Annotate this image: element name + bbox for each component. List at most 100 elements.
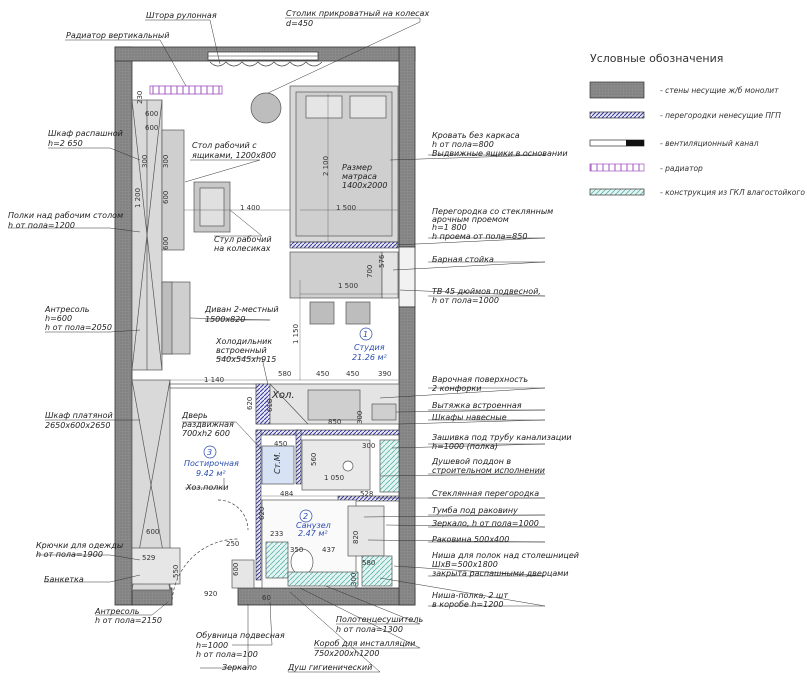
room-tag-storage: 3 Постирочная 9.42 м² (184, 445, 239, 478)
label-mezz1-3: h от пола=2050 (45, 323, 112, 332)
dim-300d: 300 (362, 442, 375, 450)
label-door-3: 700хh2 600 (182, 429, 230, 438)
entrance (131, 499, 255, 606)
dim-600d: 600 (162, 237, 170, 250)
legend-swatch-gkl (589, 188, 645, 196)
label-box-2: 750х200хh1200 (314, 649, 379, 658)
dim-2100: 2 100 (322, 156, 330, 176)
label-bench: Банкетка (44, 575, 84, 584)
dim-484: 484 (280, 490, 294, 498)
legend-swatch-radiator (589, 163, 645, 172)
legend: Условные обозначения - стены несущие ж/б… (589, 52, 805, 197)
label-fridge-3: 540х545хh915 (216, 355, 276, 364)
bed (289, 85, 399, 243)
label-niche2-2: в коробе h=1200 (432, 600, 504, 609)
dim-60: 60 (262, 594, 271, 602)
label-sink-cab: Тумба под раковину (432, 506, 518, 515)
label-wardrobe-swing-2: h=2 650 (48, 139, 83, 148)
dim-233: 233 (270, 530, 283, 538)
svg-text:Студия: Студия (354, 343, 385, 352)
label-mirror1: Зеркало, h от пола=1000 (432, 519, 539, 528)
label-door-1: Дверь (181, 411, 208, 420)
sofa (161, 281, 191, 355)
dim-550: 550 (172, 565, 180, 578)
label-niche2-1: Ниша-полка, 2 шт (432, 591, 508, 600)
dim-450a: 450 (316, 370, 329, 378)
dim-1500b: 1 500 (338, 282, 358, 290)
dim-390: 390 (378, 370, 391, 378)
dim-1050: 1 050 (324, 474, 344, 482)
laundry-machine (261, 445, 295, 485)
label-hooks-1: Крючки для одежды (36, 541, 123, 550)
dimension-lines (170, 94, 398, 497)
label-shoe-2: h=1000 (196, 641, 228, 650)
label-tv-1: ТВ 45 дюймов подвесной, (432, 287, 541, 296)
dim-560: 560 (310, 453, 318, 466)
dim-529: 529 (142, 554, 155, 562)
label-niche-2: ШхВ=500х1800 (432, 560, 498, 569)
label-hol: Хол. (271, 390, 295, 401)
label-mezz1-2: h=600 (45, 314, 72, 323)
label-chair-2: на колесиках (214, 244, 271, 253)
glass-partition (289, 241, 399, 249)
work-chair (193, 181, 231, 233)
dim-1150: 1 150 (292, 324, 300, 344)
svg-text:Санузел: Санузел (296, 521, 331, 530)
label-shoe-3: h от пола=100 (196, 650, 258, 659)
label-wardrobe-cloth-1: Шкаф платяной (45, 411, 113, 420)
dim-600e: 600 (146, 528, 159, 536)
label-radiator-vert: Радиатор вертикальный (66, 31, 169, 40)
label-bed-1: Кровать без каркаса (432, 131, 520, 140)
room-tag-studio: 1 Студия 21.26 м² (352, 327, 387, 362)
label-box-1: Короб для инсталляции (314, 639, 415, 648)
legend-swatch-partition (589, 111, 645, 119)
label-wardrobe-cloth-2: 2650х600х2650 (45, 421, 110, 430)
desk (161, 129, 185, 251)
label-sofa-1: Диван 2-местный (204, 305, 279, 314)
svg-text:2.47 м²: 2.47 м² (298, 529, 328, 538)
dim-1400: 1 400 (240, 204, 260, 212)
dim-600c: 600 (162, 191, 170, 204)
label-towel-1: Полотенцесушитель (336, 615, 423, 624)
label-glass-part-3: h=1 800 (432, 223, 467, 232)
dim-620a: 620 (246, 397, 254, 410)
svg-text:Постирочная: Постирочная (184, 459, 239, 468)
dim-1500a: 1 500 (336, 204, 356, 212)
dim-350: 350 (290, 546, 303, 554)
label-mezz2-1: Антресоль (94, 607, 140, 616)
legend-item-partition: - перегородки ненесущие ПГП (660, 111, 781, 120)
room-tag-bath: 2 Санузел 2.47 м² (296, 509, 331, 538)
dim-600b: 600 (145, 124, 158, 132)
label-mirror2: Зеркало (222, 663, 257, 672)
label-hood: Вытяжка встроенная (432, 401, 522, 410)
label-glass-part-2: арочным проемом (432, 215, 509, 224)
label-mezz1-1: Антресоль (44, 305, 90, 314)
label-shelves-1: Полки над рабочим столом (8, 211, 123, 220)
label-sewer-2: h=1000 (полка) (432, 442, 498, 451)
label-hoz: Хоз.полки (185, 483, 228, 492)
label-sink: Раковина 500х400 (432, 535, 509, 544)
dim-450c: 450 (274, 440, 287, 448)
label-sewer-1: Зашивка под трубу канализации (432, 433, 572, 442)
legend-item-radiator: - радиатор (660, 164, 703, 173)
label-niche-3: закрыта распашными дверцами (432, 569, 568, 578)
label-shower-1: Душевой поддон в (431, 457, 511, 466)
label-shoe-1: Обувница подвесная (196, 631, 285, 640)
dim-528: 528 (360, 490, 373, 498)
legend-item-gkl: - конструкция из ГКЛ влагостойкого (660, 188, 805, 197)
dim-618: 618 (266, 399, 274, 412)
label-shower-2: строительном исполнении (432, 466, 545, 475)
label-door-2: раздвижная (181, 420, 234, 429)
label-wardrobe-swing-1: Шкаф распашной (48, 129, 123, 138)
dim-576: 576 (378, 254, 386, 268)
label-glass-part-1: Перегородка со стеклянным (432, 207, 553, 216)
label-bed-2: h от пола=800 (432, 140, 494, 149)
label-glass-part-4: h проема от пола=850 (432, 232, 527, 241)
svg-text:9.42 м²: 9.42 м² (196, 469, 226, 478)
leader-lines (8, 17, 546, 673)
label-mattress-2: матраса (342, 172, 377, 181)
legend-item-wall: - стены несущие ж/б монолит (660, 86, 779, 95)
label-shelves-2: h от пола=1200 (8, 221, 75, 230)
dim-450b: 450 (346, 370, 359, 378)
